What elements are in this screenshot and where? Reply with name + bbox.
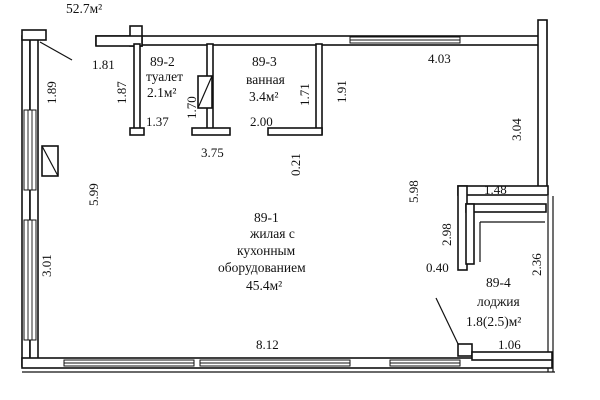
dim-304: 3.04 <box>509 118 524 141</box>
room-89-4-name: лоджия <box>477 294 520 309</box>
loggia-bottom-wall <box>471 351 553 361</box>
dim-200: 2.00 <box>250 114 273 129</box>
dim-812: 8.12 <box>256 337 279 352</box>
loggia-door-post <box>457 343 473 357</box>
room-89-3-code: 89-3 <box>252 54 277 69</box>
bath-bottom-wall <box>267 127 323 136</box>
dim-170: 1.70 <box>184 96 199 119</box>
dim-191: 1.91 <box>334 80 349 103</box>
toilet-bath-base <box>191 127 231 136</box>
dim-598: 5.98 <box>406 180 421 203</box>
room-89-2-code: 89-2 <box>150 54 175 69</box>
dim-236: 2.36 <box>529 253 544 276</box>
left-window-upper <box>23 109 37 191</box>
dim-298: 2.98 <box>439 223 454 246</box>
room-89-2-name: туалет <box>146 69 183 84</box>
dim-599: 5.99 <box>86 183 101 206</box>
loggia-left-wall <box>465 203 475 265</box>
dim-189: 1.89 <box>44 81 59 104</box>
dim-181: 1.81 <box>92 57 115 72</box>
room-89-1-code: 89-1 <box>254 210 279 225</box>
dim-187: 1.87 <box>114 81 129 104</box>
dim-106: 1.06 <box>498 337 521 352</box>
room-89-1-line2: кухонным <box>237 243 296 258</box>
dim-021: 0.21 <box>288 153 303 176</box>
room-89-1-line3: оборудованием <box>218 260 306 275</box>
room-89-4-code: 89-4 <box>486 275 511 290</box>
toilet-left-base <box>129 127 145 136</box>
dim-403: 4.03 <box>428 51 451 66</box>
room-89-3-name: ванная <box>246 72 285 87</box>
room-89-1-line1: жилая с <box>249 226 295 241</box>
room-89-2-area: 2.1м² <box>147 85 176 100</box>
room-89-1-area: 45.4м² <box>246 278 282 293</box>
toilet-left-wall <box>133 43 141 135</box>
top-wall-left-stub <box>21 29 47 41</box>
bath-right-wall <box>315 43 323 135</box>
loggia-inner-top <box>465 203 547 213</box>
bottom-window-2 <box>199 359 351 367</box>
room-89-4-area: 1.8(2.5)м² <box>466 314 521 329</box>
bottom-window-3 <box>389 359 461 367</box>
dim-148: 1.48 <box>484 182 507 197</box>
dim-375: 3.75 <box>201 145 224 160</box>
dim-301: 3.01 <box>39 254 54 277</box>
dim-137: 1.37 <box>146 114 169 129</box>
dim-171: 1.71 <box>297 83 312 106</box>
total-area: 52.7м² <box>66 1 102 16</box>
bottom-window-1 <box>63 359 195 367</box>
left-window-lower <box>23 219 37 341</box>
right-wall-upper <box>537 19 548 191</box>
dim-040: 0.40 <box>426 260 449 275</box>
room-89-3-area: 3.4м² <box>249 89 278 104</box>
top-wall-left-seg <box>95 35 143 47</box>
